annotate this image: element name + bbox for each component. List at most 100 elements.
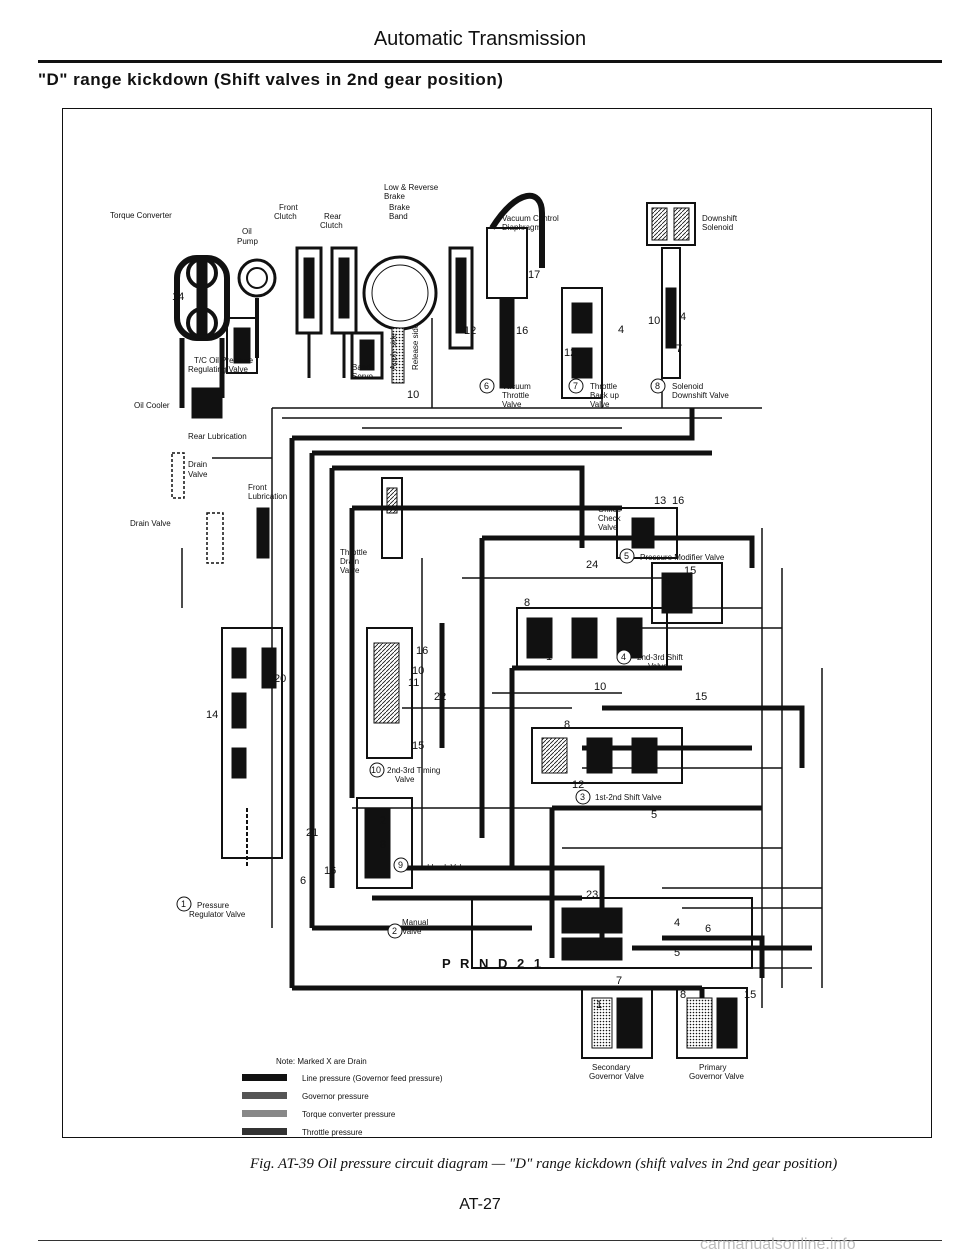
primary-governor-valve xyxy=(676,987,748,1059)
label-downshift-solenoid-1: Downshift xyxy=(702,214,738,223)
watermark: carmanualsonline.info xyxy=(700,1236,856,1253)
label-orifice-check-1: Orifice xyxy=(598,505,622,514)
legend-swatch-torque xyxy=(242,1110,287,1117)
diagram-frame xyxy=(62,108,932,1138)
line-number-14b: 14 xyxy=(206,709,218,721)
downshift-solenoid xyxy=(646,202,696,379)
label-pressure-regulator-1: Pressure xyxy=(197,901,230,910)
circled-4: 4 xyxy=(621,652,626,662)
label-pressure-regulator-2: Regulator Valve xyxy=(189,910,246,919)
legend-swatch-throttle xyxy=(242,1128,287,1135)
circled-10: 10 xyxy=(371,765,381,775)
label-vacuum-control-2: Diaphragm xyxy=(502,223,541,232)
label-vacuum-throttle-2: Throttle xyxy=(502,391,530,400)
line-number-6a: 6 xyxy=(664,576,670,588)
line-number-8c: 8 xyxy=(380,839,386,851)
label-second-lock: Second Lock Valve xyxy=(402,863,470,872)
label-vacuum-control-1: Vacuum Control xyxy=(502,214,559,223)
line-number-20: 20 xyxy=(274,673,286,685)
page-title: Automatic Transmission xyxy=(373,28,587,50)
label-manual-valve-1: Manual xyxy=(402,918,428,927)
label-throttle-drain-1: Throttle xyxy=(340,548,368,557)
label-vacuum-throttle-3: Valve xyxy=(502,400,522,409)
line-number-12c: 12 xyxy=(572,779,584,791)
label-front-clutch-2: Clutch xyxy=(274,212,297,221)
label-prnd: P R N D 2 1 xyxy=(442,956,544,971)
label-tc-oil-2: Regulating Valve xyxy=(188,365,248,374)
shift-12-valve-body xyxy=(531,727,683,784)
manual-valve-body xyxy=(471,897,753,969)
label-orifice-check-2: Check xyxy=(598,514,622,523)
label-pressure-modifier: Pressure Modifier Valve xyxy=(640,553,725,562)
label-timing-23-2: Valve xyxy=(395,775,415,784)
label-shift-23-1: 2nd-3rd Shift xyxy=(637,653,684,662)
legend-label-governor: Governor pressure xyxy=(302,1092,369,1101)
line-number-15d: 15 xyxy=(744,989,756,1001)
orifice-check-valve xyxy=(616,507,678,559)
line-number-5b: 5 xyxy=(674,947,680,959)
label-band-servo-1: Band xyxy=(352,363,371,372)
line-number-15a: 15 xyxy=(684,565,696,577)
oil-cooler xyxy=(191,387,223,419)
label-drain-valve-a-1: Drain xyxy=(188,460,207,469)
footer-rule xyxy=(38,1240,942,1241)
secondary-circuits xyxy=(181,318,823,1008)
vacuum-control-diaphragm xyxy=(486,192,545,389)
line-number-12a: 12 xyxy=(464,325,476,337)
label-timing-23-1: 2nd-3rd Timing xyxy=(387,766,440,775)
figure-caption: Fig. AT-39 Oil pressure circuit diagram … xyxy=(250,1156,838,1172)
throttle-drain-valve xyxy=(381,477,403,559)
page-number: AT-27 xyxy=(459,1196,501,1213)
torque-converter xyxy=(174,255,230,408)
label-throttle-backup-3: Valve xyxy=(590,400,610,409)
label-drain-valve-b: Drain Valve xyxy=(130,519,171,528)
line-number-18: 1 xyxy=(546,651,552,663)
line-number-4b: 4 xyxy=(680,311,686,323)
circled-5: 5 xyxy=(624,551,629,561)
label-brake-band-1: Brake xyxy=(389,203,410,212)
label-drain-valve-a-2: Valve xyxy=(188,470,208,479)
label-oil-pump-1: Oil xyxy=(242,227,252,236)
label-tc-oil-1: T/C Oil Pressure xyxy=(194,356,254,365)
label-apply-side: Apply side xyxy=(389,333,398,370)
label-low-reverse-1: Low & Reverse xyxy=(384,183,439,192)
line-number-5a: 5 xyxy=(651,809,657,821)
circled-numbers xyxy=(176,378,666,939)
low-reverse-brake xyxy=(448,246,474,350)
shift-23-valve-body xyxy=(516,607,668,669)
band-servo xyxy=(350,327,405,384)
label-primary-gov-2: Governor Valve xyxy=(689,1072,745,1081)
drain-valve-upper xyxy=(171,452,185,499)
label-throttle-drain-2: Drain xyxy=(340,557,359,566)
line-number-22: 22 xyxy=(434,691,446,703)
legend-label-torque: Torque converter pressure xyxy=(302,1110,396,1119)
circled-7: 7 xyxy=(573,381,578,391)
second-lock-valve xyxy=(356,797,413,889)
line-number-16a: 16 xyxy=(516,325,528,337)
circled-3: 3 xyxy=(580,792,585,802)
line-number-15b: 15 xyxy=(695,691,707,703)
legend-label-line: Line pressure (Governor feed pressure) xyxy=(302,1074,443,1083)
label-throttle-backup-2: Back up xyxy=(590,391,619,400)
legend-note: Note: Marked X are Drain xyxy=(276,1057,367,1066)
label-rear-clutch-1: Rear xyxy=(324,212,342,221)
label-low-reverse-2: Brake xyxy=(384,192,405,201)
line-number-8d: 8 xyxy=(680,989,686,1001)
line-number-8b: 8 xyxy=(564,719,570,731)
line-number-7a: 7 xyxy=(676,343,682,355)
line-number-6c: 6 xyxy=(705,923,711,935)
legend-swatch-line xyxy=(242,1074,287,1081)
line-number-14a: 14 xyxy=(172,291,184,303)
label-throttle-drain-3: Valve xyxy=(340,566,360,575)
line-pressure-circuits xyxy=(289,408,812,1038)
label-rear-clutch-2: Clutch xyxy=(320,221,343,230)
legend: Note: Marked X are Drain Line pressure (… xyxy=(242,1057,443,1137)
line-number-16c: 16 xyxy=(416,645,428,657)
circled-2: 2 xyxy=(392,926,397,936)
line-number-8a: 8 xyxy=(524,597,530,609)
label-solenoid-downshift-1: Solenoid xyxy=(672,382,703,391)
circled-6: 6 xyxy=(484,381,489,391)
front-lubrication xyxy=(256,507,270,559)
legend-swatch-governor xyxy=(242,1092,287,1099)
line-number-17: 17 xyxy=(528,269,540,281)
